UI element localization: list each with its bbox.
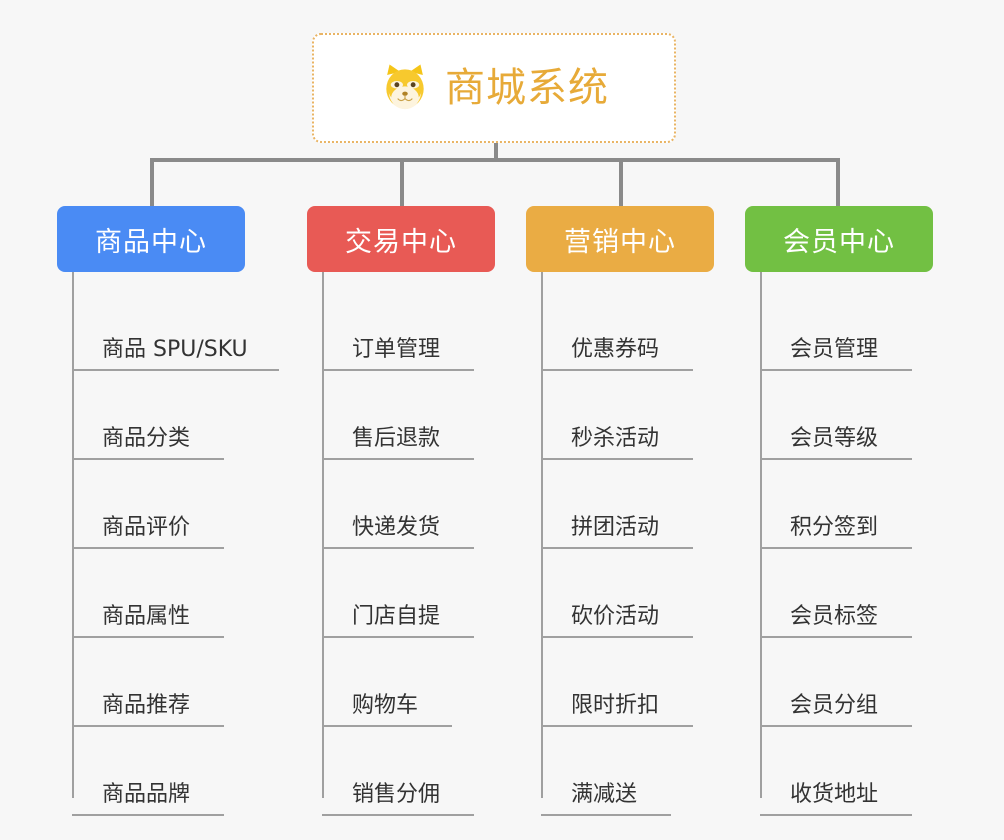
connector-drop-1 [150, 158, 154, 208]
leaf-item-underline [541, 636, 693, 638]
leaf-item[interactable]: 秒杀活动 [541, 371, 714, 460]
root-node-mall-system[interactable]: 商城系统 [312, 33, 676, 143]
leaf-item-label: 满减送 [571, 782, 638, 807]
leaf-item-label: 积分签到 [790, 515, 879, 540]
leaf-item-label: 会员管理 [790, 337, 879, 362]
connector-horizontal-bar [150, 158, 840, 162]
leaf-item-label: 商品推荐 [102, 693, 191, 718]
leaf-item[interactable]: 拼团活动 [541, 460, 714, 549]
leaf-spine-1 [72, 272, 74, 798]
leaf-item-underline [760, 636, 912, 638]
category-header-2[interactable]: 交易中心 [307, 206, 495, 272]
leaf-item-underline [72, 725, 224, 727]
leaf-item-label: 收货地址 [790, 782, 879, 807]
category-header-3[interactable]: 营销中心 [526, 206, 714, 272]
leaf-item-underline [322, 458, 474, 460]
leaf-item-underline [760, 547, 912, 549]
connector-root-stem [494, 143, 498, 160]
leaf-item[interactable]: 会员等级 [760, 371, 933, 460]
leaf-item-underline [322, 725, 452, 727]
leaf-item-underline [72, 636, 224, 638]
leaf-item-label: 门店自提 [352, 604, 441, 629]
leaf-item[interactable]: 门店自提 [322, 549, 495, 638]
leaf-list-2: 订单管理售后退款快递发货门店自提购物车销售分佣 [322, 272, 495, 816]
leaf-item-label: 售后退款 [352, 426, 441, 451]
connector-drop-3 [619, 158, 623, 208]
leaf-item[interactable]: 商品分类 [72, 371, 245, 460]
leaf-item[interactable]: 商品属性 [72, 549, 245, 638]
leaf-item-underline [72, 814, 224, 816]
connector-drop-2 [400, 158, 404, 208]
category-column-2: 交易中心订单管理售后退款快递发货门店自提购物车销售分佣 [307, 206, 495, 816]
leaf-item[interactable]: 会员标签 [760, 549, 933, 638]
leaf-item-label: 砍价活动 [571, 604, 660, 629]
leaf-item-label: 会员等级 [790, 426, 879, 451]
leaf-item-underline [541, 814, 671, 816]
category-header-1[interactable]: 商品中心 [57, 206, 245, 272]
leaf-list-4: 会员管理会员等级积分签到会员标签会员分组收货地址 [760, 272, 933, 816]
leaf-item-label: 商品评价 [102, 515, 191, 540]
leaf-item[interactable]: 收货地址 [760, 727, 933, 816]
leaf-item[interactable]: 会员管理 [760, 282, 933, 371]
leaf-list-1: 商品 SPU/SKU 商品分类商品评价商品属性商品推荐商品品牌 [72, 272, 279, 816]
leaf-spine-2 [322, 272, 324, 798]
leaf-item-underline [760, 458, 912, 460]
root-node-title: 商城系统 [445, 65, 609, 111]
leaf-item-underline [760, 725, 912, 727]
leaf-item[interactable]: 订单管理 [322, 282, 495, 371]
leaf-item-label: 订单管理 [352, 337, 441, 362]
leaf-item[interactable]: 满减送 [541, 727, 714, 816]
leaf-item-underline [322, 369, 474, 371]
leaf-item[interactable]: 售后退款 [322, 371, 495, 460]
leaf-list-3: 优惠券码秒杀活动拼团活动砍价活动限时折扣满减送 [541, 272, 714, 816]
leaf-item-underline [72, 547, 224, 549]
leaf-item-label: 秒杀活动 [571, 426, 660, 451]
leaf-item[interactable]: 优惠券码 [541, 282, 714, 371]
leaf-item-label: 限时折扣 [571, 693, 660, 718]
leaf-item-label: 会员分组 [790, 693, 879, 718]
category-header-4[interactable]: 会员中心 [745, 206, 933, 272]
category-column-4: 会员中心会员管理会员等级积分签到会员标签会员分组收货地址 [745, 206, 933, 816]
leaf-item-underline [322, 636, 474, 638]
leaf-item-underline [322, 814, 474, 816]
leaf-item-underline [541, 369, 693, 371]
leaf-item-label: 商品 SPU/SKU [102, 337, 248, 362]
leaf-item-underline [541, 725, 693, 727]
shiba-dog-face-icon [386, 64, 424, 110]
leaf-item-label: 商品品牌 [102, 782, 191, 807]
leaf-item-underline [541, 547, 693, 549]
leaf-item-underline [760, 369, 912, 371]
leaf-item-label: 销售分佣 [352, 782, 441, 807]
leaf-item-label: 商品分类 [102, 426, 191, 451]
leaf-item-label: 优惠券码 [571, 337, 660, 362]
leaf-item-label: 拼团活动 [571, 515, 660, 540]
leaf-item[interactable]: 商品推荐 [72, 638, 245, 727]
leaf-item[interactable]: 积分签到 [760, 460, 933, 549]
connector-drop-4 [836, 158, 840, 208]
leaf-item[interactable]: 销售分佣 [322, 727, 495, 816]
leaf-item-underline [72, 458, 224, 460]
leaf-item-underline [322, 547, 474, 549]
leaf-item-underline [72, 369, 279, 371]
category-column-3: 营销中心优惠券码秒杀活动拼团活动砍价活动限时折扣满减送 [526, 206, 714, 816]
leaf-item[interactable]: 商品品牌 [72, 727, 245, 816]
leaf-item[interactable]: 限时折扣 [541, 638, 714, 727]
leaf-item-underline [760, 814, 912, 816]
leaf-item[interactable]: 商品评价 [72, 460, 245, 549]
leaf-item-label: 商品属性 [102, 604, 191, 629]
leaf-item[interactable]: 快递发货 [322, 460, 495, 549]
category-column-1: 商品中心商品 SPU/SKU 商品分类商品评价商品属性商品推荐商品品牌 [57, 206, 279, 816]
leaf-item-label: 快递发货 [352, 515, 441, 540]
leaf-item-label: 购物车 [352, 693, 419, 718]
leaf-item-label: 会员标签 [790, 604, 879, 629]
leaf-item[interactable]: 购物车 [322, 638, 495, 727]
leaf-item[interactable]: 商品 SPU/SKU [72, 282, 279, 371]
leaf-item[interactable]: 砍价活动 [541, 549, 714, 638]
leaf-spine-4 [760, 272, 762, 798]
leaf-item-underline [541, 458, 693, 460]
leaf-item[interactable]: 会员分组 [760, 638, 933, 727]
leaf-spine-3 [541, 272, 543, 798]
